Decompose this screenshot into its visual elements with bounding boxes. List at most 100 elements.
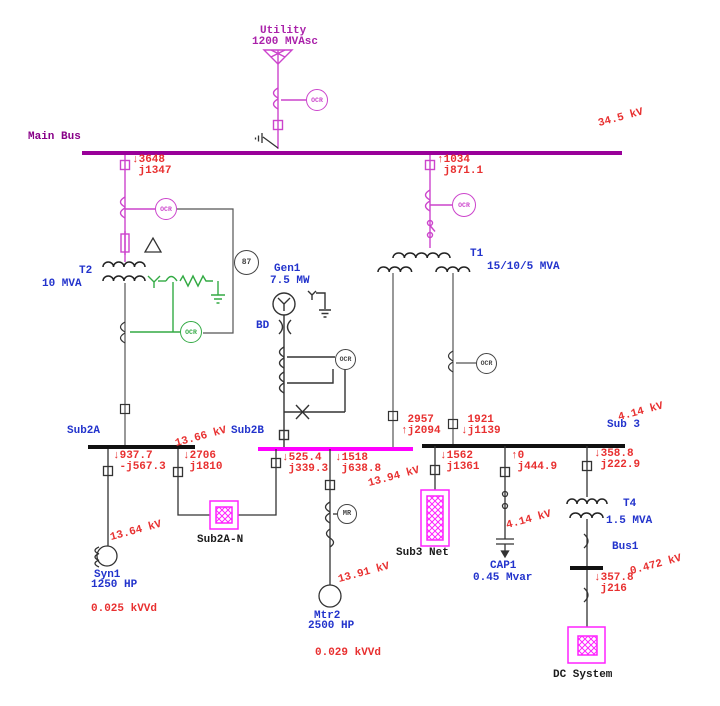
sub2a-bus-label: Sub2A: [67, 425, 101, 437]
transformer-t1-secondary1-coil[interactable]: [377, 266, 413, 273]
ngr-ct-icon[interactable]: [165, 275, 178, 282]
fused-switch-icon[interactable]: [295, 404, 310, 420]
flow-sub2a-net: ↓2706 j1810: [183, 451, 223, 472]
flow-p: ↑0: [511, 450, 525, 462]
flow-q: j216: [600, 582, 627, 595]
ocr-relay-ground[interactable]: OCR: [180, 321, 202, 343]
flow-p: 1921: [467, 414, 494, 426]
breaker-icon[interactable]: [581, 460, 593, 472]
network-sub2a-n-icon[interactable]: [209, 500, 239, 530]
ground-switch-icon[interactable]: [254, 133, 279, 149]
breaker-icon[interactable]: [272, 119, 284, 131]
flow-sub3-t4: ↓358.8 j222.9: [594, 449, 640, 470]
transformer-t1-primary-coil[interactable]: [392, 252, 451, 259]
breaker-icon[interactable]: [499, 466, 511, 478]
ct-icon[interactable]: [119, 196, 126, 219]
transformer-t1-secondary2-coil[interactable]: [435, 266, 471, 273]
flow-q: j871.1: [443, 164, 484, 177]
flow-sub2a-syn1: ↓937.7 -j567.3: [113, 451, 166, 472]
wye-winding-icon: [147, 275, 161, 288]
flow-main-t1: ↑1034 j871.1: [437, 155, 483, 176]
breaker-icon[interactable]: [278, 429, 290, 441]
flow-p: ↓357.8: [594, 572, 634, 584]
breaker-icon[interactable]: [324, 479, 336, 491]
capacitor-arrow: [500, 550, 510, 559]
breaker-icon[interactable]: [387, 410, 399, 422]
ct-icon[interactable]: [324, 501, 331, 524]
flow-p: ↓1518: [335, 452, 369, 464]
breaker-icon[interactable]: [172, 466, 184, 478]
flow-p: 2957: [407, 414, 434, 426]
generator-wye-glyph: [277, 297, 291, 311]
utility-source-hatch: [270, 49, 286, 63]
motor-mtr2-icon[interactable]: [318, 584, 342, 608]
network-sub2a-n-hatch: [215, 506, 233, 524]
t1-rating: 15/10/5 MVA: [487, 261, 560, 273]
syn1-rating: 1250 HP: [91, 579, 138, 591]
switch-icon[interactable]: [501, 502, 509, 510]
ocr-relay[interactable]: OCR: [335, 349, 356, 370]
breaker-icon[interactable]: [429, 464, 441, 476]
dc-system-hatch: [577, 635, 598, 656]
mr-relay[interactable]: MR: [337, 504, 357, 524]
breaker-icon[interactable]: [119, 403, 131, 415]
mtr2-vdrop: 0.029 kVVd: [315, 647, 382, 659]
transformer-t4-primary-coil[interactable]: [566, 498, 608, 505]
flow-q: -j567.3: [119, 460, 166, 473]
gen-ground-icon: [316, 292, 331, 318]
syn1-vdrop: 0.025 kVVd: [91, 603, 158, 615]
transformer-t2-primary-coil[interactable]: [102, 261, 146, 268]
ct-icon[interactable]: [278, 371, 285, 394]
ct-icon[interactable]: [272, 87, 279, 110]
ct-icon[interactable]: [278, 346, 285, 369]
breaker-bd-icon[interactable]: [278, 319, 292, 335]
syn-motor-syn1-icon[interactable]: [96, 545, 118, 567]
flow-sub2b-net: ↓525.4 j339.3: [282, 453, 328, 474]
flow-sub3-net: ↓1562 j1361: [440, 451, 480, 472]
relay-87-wiring: [177, 208, 234, 334]
bd-label: BD: [256, 320, 270, 332]
resistor-icon[interactable]: [179, 274, 213, 288]
delta-winding-icon: [143, 236, 163, 253]
flow-q: j638.8: [341, 462, 382, 475]
breaker-icon[interactable]: [447, 418, 459, 430]
cable-icon[interactable]: [325, 528, 335, 548]
flow-bus1-dc: ↓357.8 j216: [594, 573, 634, 594]
ct-icon[interactable]: [424, 189, 431, 212]
ct-icon[interactable]: [119, 321, 126, 344]
ocr-relay[interactable]: OCR: [476, 353, 497, 374]
differential-87-relay[interactable]: 87: [234, 250, 259, 275]
breaker-icon[interactable]: [102, 465, 114, 477]
switch-icon[interactable]: [501, 490, 509, 498]
flow-q: j1810: [189, 460, 223, 473]
flow-utility-main: ↓3648 j1347: [132, 155, 172, 176]
utility-label: Utility: [260, 25, 307, 37]
switch-blade: [429, 225, 436, 232]
ocr-relay[interactable]: OCR: [452, 193, 476, 217]
syn1-label: Syn1: [94, 569, 121, 581]
transformer-t4-secondary-coil[interactable]: [569, 512, 604, 519]
mtr2-label: Mtr2: [314, 610, 341, 622]
flow-q: j1347: [138, 164, 172, 177]
bus1-label: Bus1: [612, 541, 639, 553]
t4-rating: 1.5 MVA: [606, 515, 653, 527]
lv-breaker-icon[interactable]: [583, 533, 589, 549]
sub3-bus-label: Sub 3: [607, 419, 641, 431]
transformer-t2-secondary-coil[interactable]: [102, 275, 146, 282]
switch-icon[interactable]: [426, 231, 434, 239]
ct-icon[interactable]: [447, 350, 454, 373]
ocr-relay[interactable]: OCR: [306, 89, 328, 111]
flow-q: j339.3: [288, 462, 329, 475]
t2-label: T2: [79, 265, 93, 277]
capacitor-cap1-icon[interactable]: [496, 538, 514, 551]
breaker-icon[interactable]: [270, 457, 282, 469]
ocr-relay[interactable]: OCR: [155, 198, 177, 220]
flow-q: j444.9: [517, 460, 558, 473]
flow-t1-sub2b: 2957 ↑j2094: [401, 415, 441, 436]
lv-breaker-icon[interactable]: [583, 587, 589, 603]
flow-sub3-cap1: ↑0 j444.9: [511, 451, 557, 472]
flow-p: ↓2706: [183, 450, 217, 462]
syn1-winding-glyph: [94, 546, 100, 568]
t2-rating: 10 MVA: [42, 278, 82, 290]
